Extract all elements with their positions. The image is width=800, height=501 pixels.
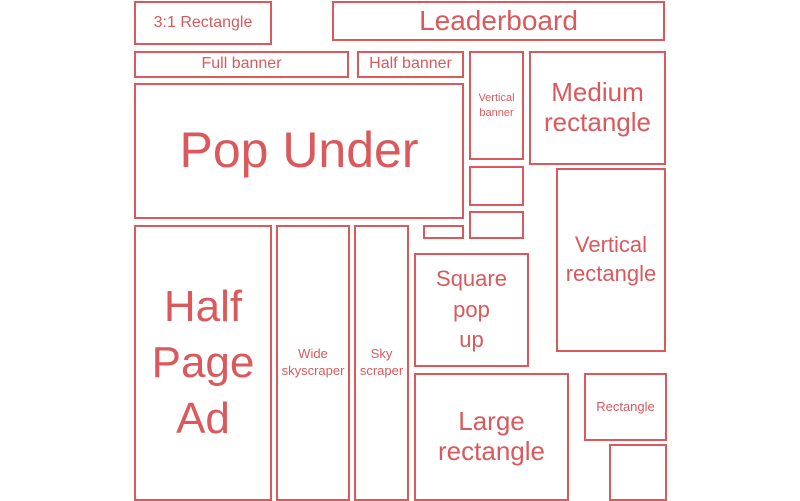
large-rectangle-label-line2: rectangle — [438, 436, 545, 466]
half-page-ad-label-line2: Page — [151, 337, 255, 387]
thin-box-unlabeled — [423, 225, 464, 239]
small-box-unlabeled-1 — [469, 166, 524, 206]
skyscraper-label-line1: Sky — [370, 346, 393, 362]
vertical-banner-label-line1: Vertical — [478, 92, 515, 105]
vertical-rectangle-label-line1: Vertical — [574, 232, 648, 258]
rectangle-box: Rectangle — [584, 373, 667, 441]
medium-rectangle-label-line1: Medium — [551, 77, 644, 108]
small-box-unlabeled-3 — [609, 444, 667, 501]
half-page-ad-label-line1: Half — [163, 281, 243, 331]
rectangle-3-1-box: 3:1 Rectangle — [134, 1, 272, 45]
pop-under-box: Pop Under — [134, 83, 464, 219]
leaderboard-label: Leaderboard — [419, 4, 578, 36]
large-rectangle-label-line1: Large — [458, 406, 525, 437]
half-page-ad-box: Half Page Ad — [134, 225, 272, 501]
pop-under-label: Pop Under — [179, 122, 419, 179]
half-banner-box: Half banner — [357, 51, 464, 78]
vertical-banner-label-line2: banner — [479, 106, 514, 119]
leaderboard-box: Leaderboard — [332, 1, 665, 41]
medium-rectangle-label-line2: rectangle — [544, 107, 651, 137]
wide-skyscraper-box: Wide skyscraper — [276, 225, 350, 501]
full-banner-label: Full banner — [201, 55, 282, 73]
wide-skyscraper-label-line1: Wide — [298, 346, 328, 362]
half-page-ad-label-line3: Ad — [176, 394, 230, 444]
half-banner-label: Half banner — [369, 55, 452, 73]
medium-rectangle-box: Medium rectangle — [529, 51, 666, 165]
wide-skyscraper-label-line2: skyscraper — [281, 363, 345, 378]
skyscraper-box: Sky scraper — [354, 225, 409, 501]
large-rectangle-box: Large rectangle — [414, 373, 569, 501]
full-banner-box: Full banner — [134, 51, 349, 78]
small-box-unlabeled-2 — [469, 211, 524, 239]
rectangle-label: Rectangle — [596, 398, 655, 414]
skyscraper-label-line2: scraper — [359, 363, 404, 378]
vertical-rectangle-box: Vertical rectangle — [556, 168, 666, 352]
square-popup-label-line3: up — [459, 327, 484, 353]
square-popup-label-line2: pop — [453, 296, 490, 322]
square-popup-label-line1: Square — [436, 265, 507, 291]
rectangle-3-1-label: 3:1 Rectangle — [153, 13, 253, 31]
square-popup-box: Square pop up — [414, 253, 529, 367]
vertical-banner-box: Vertical banner — [469, 51, 524, 160]
vertical-rectangle-label-line2: rectangle — [565, 261, 657, 286]
